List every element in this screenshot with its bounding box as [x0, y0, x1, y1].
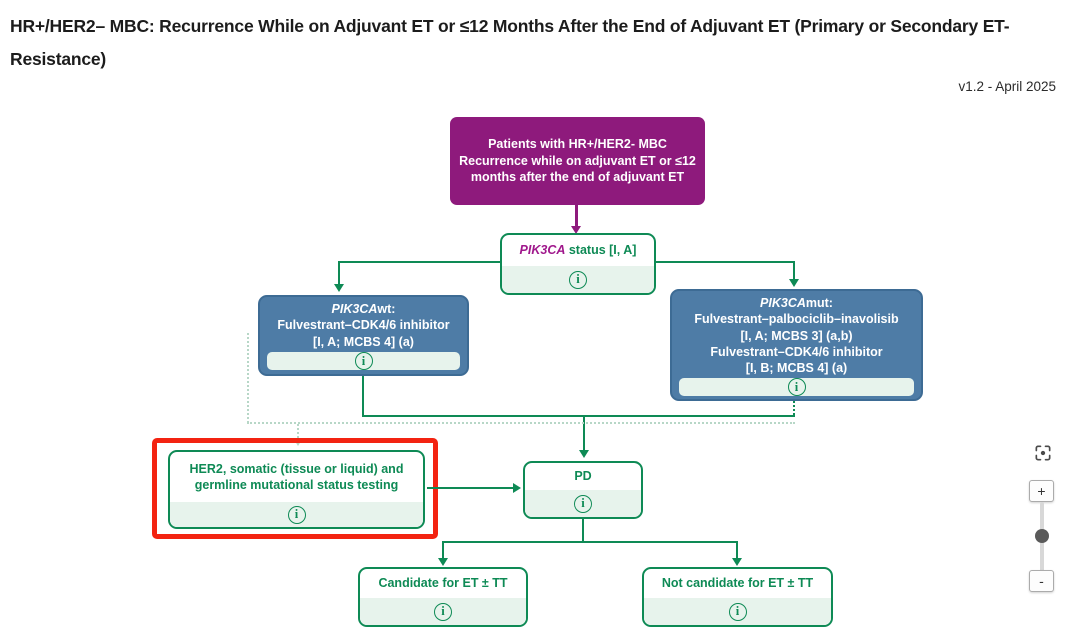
- arrowhead-to-mut-box: [789, 279, 799, 287]
- info-icon: i: [287, 505, 306, 524]
- arrowhead-to-candidate: [438, 558, 448, 566]
- pik3ca-wt-box: PIK3CAwt: Fulvestrant–CDK4/6 inhibitor […: [258, 295, 469, 376]
- connector-wt-drop: [362, 376, 364, 417]
- info-icon: i: [574, 494, 592, 513]
- pik3ca-wt-text: PIK3CAwt: Fulvestrant–CDK4/6 inhibitor […: [263, 301, 464, 350]
- wt-regimen: Fulvestrant–CDK4/6 inhibitor: [277, 318, 450, 333]
- info-button[interactable]: i: [360, 598, 526, 625]
- zoom-in-button[interactable]: +: [1029, 480, 1054, 502]
- arrowhead-to-pd: [579, 450, 589, 458]
- patient-box: Patients with HR+/HER2- MBC Recurrence w…: [450, 117, 705, 205]
- arrowhead-testing-to-pd: [513, 482, 521, 493]
- pik3ca-mut-box: PIK3CAmut: Fulvestrant–palbociclib–inavo…: [670, 289, 923, 401]
- zoom-out-button[interactable]: -: [1029, 570, 1054, 592]
- info-button[interactable]: i: [525, 490, 641, 517]
- patient-box-line1: Patients with HR+/HER2- MBC: [488, 137, 667, 152]
- info-icon: i: [354, 351, 373, 370]
- connector-merge-horizontal: [362, 415, 795, 417]
- arrowhead-to-wt-box: [334, 284, 344, 292]
- connector-status-left-drop: [338, 261, 340, 285]
- mut-regimen-1: Fulvestrant–palbociclib–inavolisib: [694, 312, 899, 327]
- focus-corners-icon: [1033, 443, 1053, 463]
- pik3ca-status-label: PIK3CA status [I, A]: [502, 235, 654, 266]
- connector-merge-to-pd: [583, 415, 585, 451]
- arrowhead-to-not-candidate: [732, 558, 742, 566]
- version-label: v1.2 - April 2025: [958, 79, 1056, 94]
- connector-status-right-drop: [793, 261, 795, 280]
- mut-regimen-2: Fulvestrant–CDK4/6 inhibitor: [710, 344, 883, 359]
- pd-box: PD i: [523, 461, 643, 519]
- mut-suffix: mut:: [805, 296, 833, 310]
- gene-name: PIK3CA: [760, 296, 806, 310]
- connector-pd-drop: [582, 519, 584, 543]
- info-button[interactable]: i: [170, 502, 423, 527]
- connector-testing-to-pd: [427, 487, 514, 489]
- wt-suffix: wt:: [377, 302, 396, 316]
- connector-dotted-horizontal: [247, 422, 795, 424]
- info-button[interactable]: i: [644, 598, 831, 625]
- fit-view-button[interactable]: [1031, 441, 1055, 465]
- not-candidate-label: Not candidate for ET ± TT: [661, 576, 814, 591]
- connector-mut-drop-dotted: [793, 401, 795, 415]
- connector-to-candidate: [442, 541, 444, 559]
- connector-dotted-vertical: [247, 333, 249, 423]
- candidate-label: Candidate for ET ± TT: [378, 576, 508, 591]
- pik3ca-mut-text: PIK3CAmut: Fulvestrant–palbociclib–inavo…: [675, 295, 918, 376]
- info-button[interactable]: i: [502, 266, 654, 293]
- zoom-slider-handle[interactable]: [1035, 529, 1049, 543]
- info-icon: i: [434, 602, 452, 621]
- mut-evidence-1: [I, A; MCBS 3] (a,b): [740, 328, 853, 343]
- candidate-box: Candidate for ET ± TT i: [358, 567, 528, 627]
- arrowhead-patient-to-status: [571, 226, 581, 234]
- wt-evidence: [I, A; MCBS 4] (a): [313, 334, 414, 349]
- mut-evidence-2: [I, B; MCBS 4] (a): [745, 361, 848, 375]
- pik3ca-status-box: PIK3CA status [I, A] i: [500, 233, 656, 295]
- page-title: HR+/HER2– MBC: Recurrence While on Adjuv…: [10, 16, 1010, 69]
- connector-pd-split: [442, 541, 738, 543]
- connector-to-not-candidate: [736, 541, 738, 559]
- gene-name: PIK3CA: [519, 243, 566, 258]
- connector-status-right: [656, 261, 794, 263]
- mutation-testing-label: HER2, somatic (tissue or liquid) and ger…: [189, 461, 404, 492]
- pd-label: PD: [574, 469, 592, 484]
- info-icon: i: [569, 270, 587, 289]
- pik3ca-status-text: status [I, A]: [565, 243, 637, 258]
- info-button[interactable]: i: [679, 378, 914, 397]
- mutation-testing-box: HER2, somatic (tissue or liquid) and ger…: [168, 450, 425, 529]
- patient-box-line2: Recurrence while on adjuvant ET or ≤12 m…: [459, 153, 696, 185]
- info-button[interactable]: i: [267, 351, 460, 370]
- info-icon: i: [787, 378, 806, 397]
- gene-name: PIK3CA: [331, 302, 378, 316]
- connector-dotted-to-testing: [297, 424, 299, 438]
- info-icon: i: [728, 602, 747, 621]
- not-candidate-box: Not candidate for ET ± TT i: [642, 567, 833, 627]
- connector-patient-to-status: [575, 205, 578, 227]
- connector-status-left: [339, 261, 500, 263]
